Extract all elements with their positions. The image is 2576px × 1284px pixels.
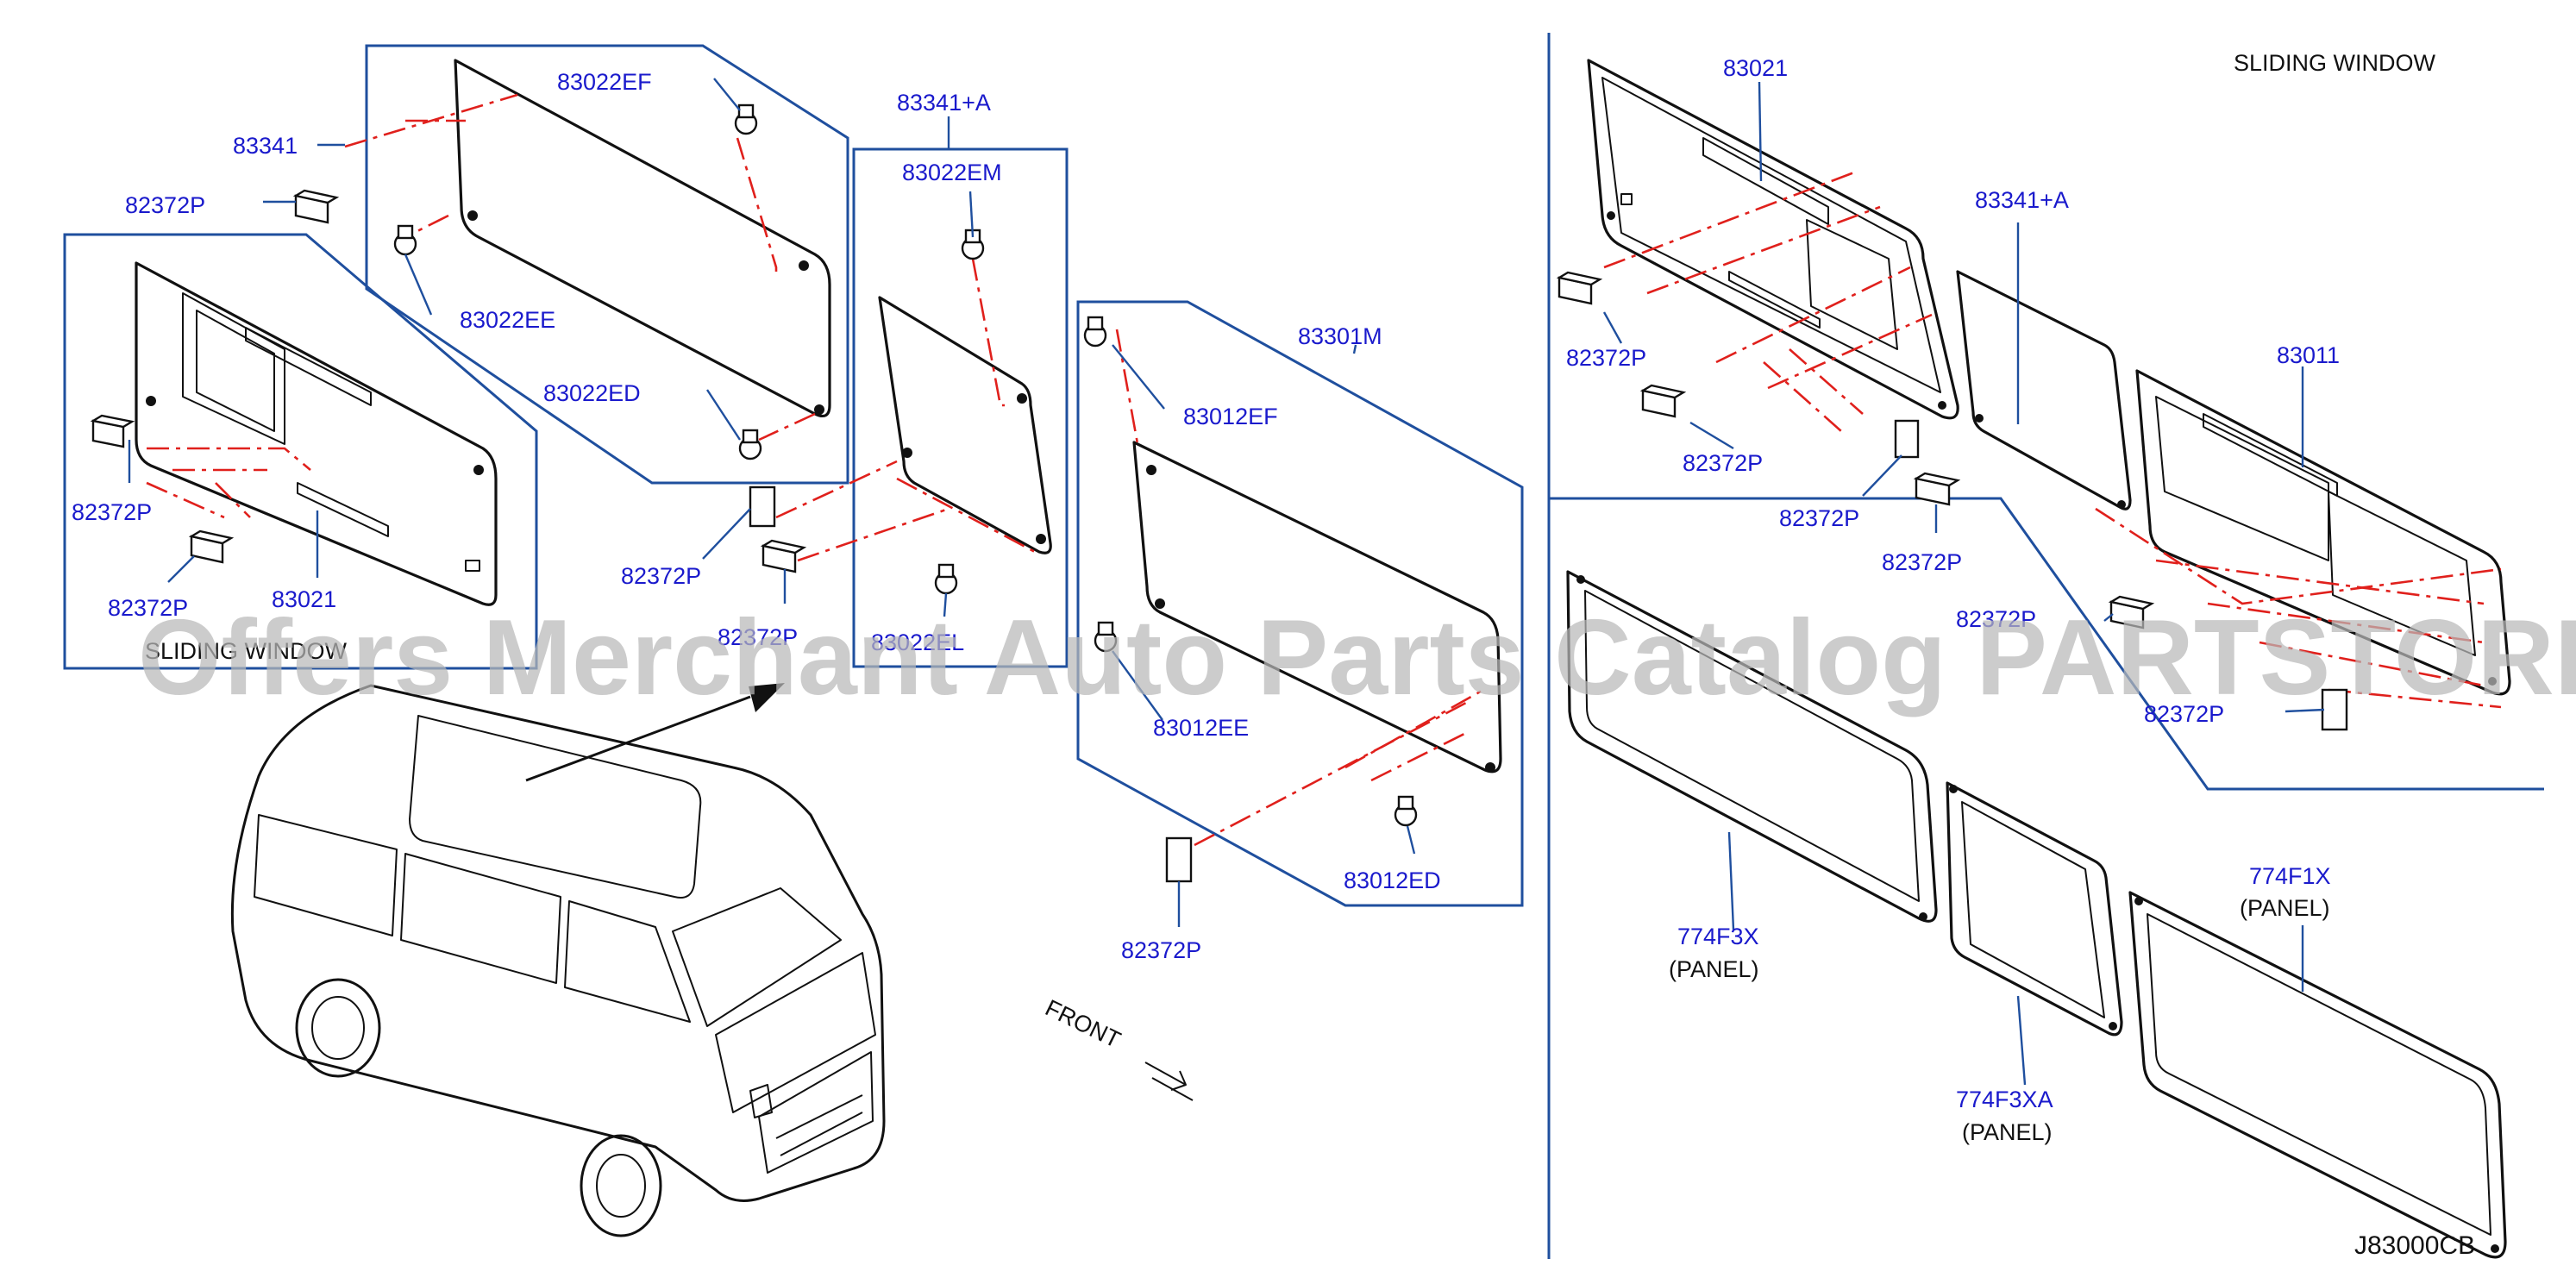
part-labels: 83341 82372P 83022EF 83022EE 83022ED 823…: [72, 50, 2475, 1260]
panel-774F3XA: [1946, 781, 2123, 1037]
spacer-blocks-left: [90, 189, 1193, 883]
label-83022EM: 83022EM: [902, 160, 1002, 185]
label-83021-right: 83021: [1723, 55, 1788, 81]
label-83341: 83341: [233, 133, 298, 159]
sliding-window-right: [1587, 59, 2511, 709]
spacer-82372P-icon-b: [90, 414, 135, 448]
label-774F3X: 774F3X: [1677, 924, 1759, 949]
frame-83021-left: [63, 233, 538, 670]
frame-83341: [365, 44, 849, 485]
label-82372P-k: 82372P: [1956, 606, 2036, 632]
label-panel-2: (PANEL): [1962, 1119, 2053, 1145]
spacer-82372P-icon-a: [292, 189, 340, 224]
spacer-82372P-icon-f: [1165, 836, 1193, 883]
watermark: Offers Merchant Auto Parts Catalog PARTS…: [138, 598, 2576, 717]
clip-icons-83012: [1083, 316, 1418, 827]
glass-83341A-mid: [775, 258, 1052, 562]
clip-83022EM-icon: [961, 229, 985, 260]
clip-83022ED-icon: [738, 429, 762, 460]
label-83012ED: 83012ED: [1344, 867, 1441, 893]
clip-icons-83022-mid: [934, 229, 985, 595]
spacer-blocks-right: [1556, 271, 2348, 731]
spacer-82372P-icon-h: [1639, 384, 1687, 418]
label-82372P-b: 82372P: [72, 499, 152, 525]
label-82372P-i: 82372P: [1779, 505, 1859, 531]
label-82372P-l: 82372P: [2144, 701, 2224, 727]
spacer-82372P-icon-g: [1556, 271, 1603, 305]
label-sliding-window-right: SLIDING WINDOW: [2234, 50, 2436, 76]
callout-frames: [63, 44, 1524, 907]
page-code: J83000CB: [2354, 1231, 2475, 1260]
glass-83341: [344, 59, 831, 442]
label-panel-1: (PANEL): [1669, 956, 1759, 982]
sliding-window-left: [135, 261, 498, 606]
label-83341A-mid: 83341+A: [897, 90, 991, 116]
clip-83012ED-icon: [1394, 795, 1418, 827]
label-82372P-g: 82372P: [1566, 345, 1646, 371]
label-82372P-e: 82372P: [718, 624, 798, 650]
label-83022EF: 83022EF: [557, 69, 652, 95]
label-82372P-c: 82372P: [108, 595, 188, 621]
label-83022EE: 83022EE: [460, 307, 555, 333]
label-sliding-window-left: SLIDING WINDOW: [145, 638, 348, 664]
spacer-82372P-icon-d: [749, 485, 776, 528]
label-front: FRONT: [1041, 994, 1125, 1053]
clip-83012EF-icon: [1083, 316, 1107, 348]
spacer-82372P-icon-c: [188, 529, 235, 564]
frame-83301M: [1076, 300, 1524, 907]
label-83012EF: 83012EF: [1183, 404, 1278, 429]
clip-83022EE-icon: [393, 224, 417, 256]
spacer-82372P-icon-j: [1913, 472, 1961, 506]
label-82372P-d: 82372P: [621, 563, 701, 589]
label-83301M: 83301M: [1298, 323, 1382, 349]
label-83341A-right: 83341+A: [1975, 187, 2069, 213]
label-774F1X: 774F1X: [2249, 863, 2331, 889]
label-774F3XA: 774F3XA: [1956, 1087, 2053, 1112]
spacer-82372P-icon-i: [1894, 419, 1920, 459]
panel-774F1X: [2128, 891, 2507, 1259]
spacer-82372P-icon-l: [2321, 688, 2348, 731]
label-panel-3: (PANEL): [2240, 895, 2330, 921]
spacer-82372P-icon-e: [760, 539, 807, 573]
frame-83341A-mid: [852, 147, 1069, 668]
clip-83012EE-icon: [1094, 621, 1118, 653]
section-dividers: [1547, 33, 2544, 1259]
clip-83022EF-icon: [734, 103, 758, 135]
label-83011: 83011: [2277, 342, 2340, 368]
label-82372P-a: 82372P: [125, 192, 205, 218]
clip-icons-83022: [393, 103, 762, 460]
label-83012EE: 83012EE: [1153, 715, 1249, 741]
glass-83301M: [1115, 329, 1502, 847]
panel-774F3X: [1566, 570, 1938, 923]
label-83022EL: 83022EL: [871, 629, 964, 655]
label-82372P-f: 82372P: [1121, 937, 1201, 963]
leader-lines: [128, 78, 2325, 1086]
label-82372P-j: 82372P: [1882, 549, 1962, 575]
label-82372P-h: 82372P: [1683, 450, 1763, 476]
clip-83022EL-icon: [934, 563, 958, 595]
van-illustration: [230, 683, 886, 1237]
front-arrow-icon: [1144, 1062, 1194, 1101]
label-83022ED: 83022ED: [543, 380, 641, 406]
label-83021-left: 83021: [272, 586, 336, 612]
